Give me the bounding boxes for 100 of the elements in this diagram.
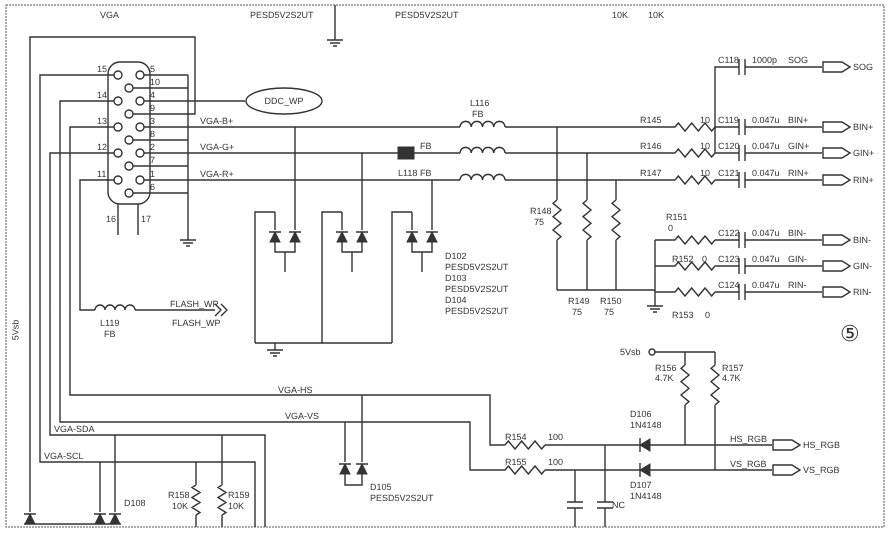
part-value: 0.047u (752, 141, 780, 151)
part-value: FB (472, 109, 484, 119)
part-designator: R153 (672, 310, 694, 320)
port-label: GIN- (853, 261, 872, 271)
port-label: VS_RGB (803, 465, 840, 475)
net-label: VGA-HS (278, 385, 313, 395)
part-designator: C124 (718, 280, 740, 290)
part-designator: R159 (228, 490, 250, 500)
part-designator: R152 (672, 254, 694, 264)
port-label: GIN+ (853, 148, 874, 158)
part-value: 1N4148 (630, 420, 662, 430)
net-label: VGA-VS (285, 411, 320, 421)
part-value: 0 (668, 223, 674, 233)
part-value: PESD5V2S2UT (445, 284, 509, 294)
port-label: SOG (853, 62, 874, 72)
part-designator: C122 (718, 228, 740, 238)
net-label: FLASH_WP (170, 299, 219, 309)
net-label: VGA-B+ (200, 116, 234, 126)
pin-number: 3 (150, 116, 156, 126)
pin-number: 10 (150, 77, 160, 87)
part-value: 0.047u (752, 168, 780, 178)
port-label: RIN+ (853, 175, 874, 185)
net-label: VGA-SDA (54, 424, 95, 434)
net-label: GIN+ (788, 141, 810, 151)
part-designator: C120 (718, 141, 740, 151)
part-designator: R158 (168, 490, 190, 500)
part-value: PESD5V2S2UT (395, 10, 459, 20)
pin-number: 9 (150, 103, 156, 113)
pin-number: 13 (97, 116, 108, 126)
pin-number: 6 (150, 182, 156, 192)
port-label: RIN- (853, 287, 872, 297)
net-label: SOG (788, 55, 808, 65)
part-designator: D102 (445, 251, 467, 261)
part-value: 4.7K (655, 373, 674, 383)
part-value: 1N4148 (630, 491, 662, 501)
pin-number: 7 (150, 155, 156, 165)
part-designator: R147 (640, 168, 662, 178)
part-designator: D106 (630, 409, 652, 419)
part-value: 0 (705, 310, 710, 320)
net-label: HS_RGB (730, 434, 768, 444)
connector-label: VGA (100, 10, 120, 20)
pin-number: 4 (150, 90, 156, 100)
part-designator: R145 (640, 115, 662, 125)
part-value: FB (420, 141, 432, 151)
net-label: RIN- (788, 280, 806, 290)
part-designator: C118 (718, 55, 739, 65)
part-value: 100 (548, 432, 564, 442)
part-value: 0.047u (752, 280, 780, 290)
net-label: VGA-R+ (200, 169, 234, 179)
part-designator: D105 (370, 482, 392, 492)
net-label: VGA-SCL (44, 451, 84, 461)
part-value: 0.047u (752, 115, 780, 125)
net-label: FLASH_WP (172, 318, 221, 328)
pin-number: 2 (150, 142, 156, 152)
net-label: 5Vsb (10, 320, 20, 340)
pin-number: 12 (97, 142, 108, 152)
part-value: 75 (534, 217, 544, 227)
part-designator: R149 (568, 296, 590, 306)
part-value: NC (612, 500, 625, 510)
pin-number: 16 (106, 214, 116, 224)
part-value: 10 (700, 168, 710, 178)
part-designator: C121 (718, 168, 740, 178)
part-designator: R150 (600, 296, 622, 306)
part-designator: D108 (124, 498, 146, 508)
part-designator: C123 (718, 254, 740, 264)
net-label: 5Vsb (620, 347, 641, 357)
part-designator: L119 (100, 318, 120, 328)
part-value: PESD5V2S2UT (445, 306, 509, 316)
part-designator: R156 (655, 363, 677, 373)
part-designator: R151 (666, 212, 688, 222)
part-value: 0.047u (752, 254, 780, 264)
net-label: DDC_WP (263, 96, 304, 106)
part-designator: L118 (398, 168, 418, 178)
part-value: FB (420, 168, 432, 178)
net-label: VGA-G+ (200, 142, 234, 152)
part-designator: D104 (445, 295, 467, 305)
pin-number: 5 (150, 64, 156, 74)
part-value: 0.047u (752, 228, 780, 238)
part-value: 10 (700, 141, 710, 151)
part-value: 10 (700, 115, 710, 125)
part-value: 10K (228, 501, 244, 511)
part-value: 10K (612, 10, 628, 20)
part-value: 10K (648, 10, 664, 20)
part-value: PESD5V2S2UT (250, 10, 314, 20)
net-label: VS_RGB (730, 459, 767, 469)
net-label: RIN+ (788, 168, 809, 178)
part-value: 4.7K (722, 373, 741, 383)
port-label: BIN- (853, 235, 871, 245)
pin-number: 15 (97, 64, 108, 74)
part-value: 100 (548, 457, 564, 467)
part-value: PESD5V2S2UT (445, 262, 509, 272)
part-designator: R155 (505, 457, 527, 467)
part-designator: D103 (445, 273, 467, 283)
pin-number: 11 (97, 169, 106, 179)
port-label: BIN+ (853, 122, 874, 132)
pin-number: 1 (150, 169, 156, 179)
net-label: BIN- (788, 228, 806, 238)
part-value: 1000p (752, 55, 778, 65)
part-designator: R146 (640, 141, 662, 151)
circled-number: ⑤ (840, 322, 860, 346)
